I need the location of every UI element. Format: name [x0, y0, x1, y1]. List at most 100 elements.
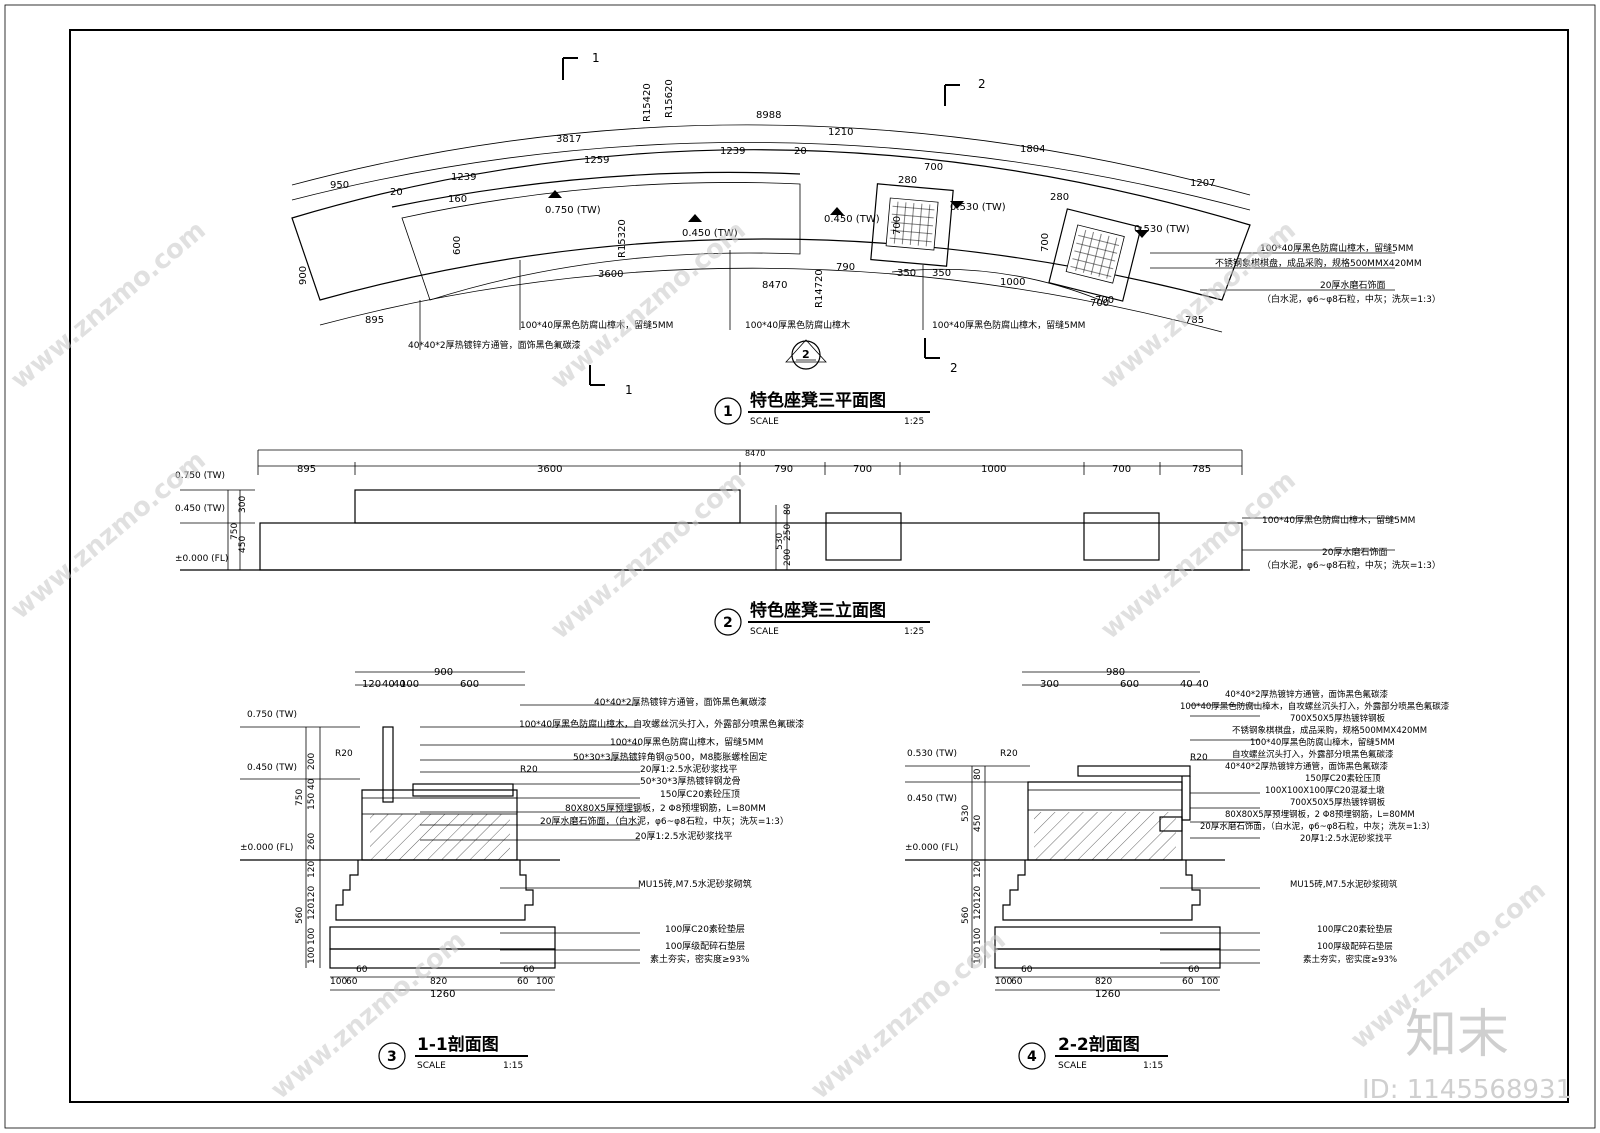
elevation-dim: 785: [1192, 464, 1211, 475]
s1-note: 20厚1:2.5水泥砂浆找平: [635, 830, 733, 842]
elevation-dim: 3600: [537, 464, 562, 475]
s1-bottom-dim: 60: [523, 965, 535, 975]
s2-number: 4: [1027, 1049, 1037, 1065]
plan-dim: 895: [365, 315, 384, 326]
s1-note: 20厚水磨石饰面，（白水泥，φ6~φ8石粒，中灰；洗灰=1:3）: [540, 815, 789, 827]
s1-title: 1-1剖面图: [417, 1034, 499, 1055]
s2-scale-label: SCALE: [1058, 1061, 1087, 1071]
plan-dim: 160: [448, 194, 467, 205]
elevation-level: ±0.000 (FL): [175, 554, 228, 564]
watermark-url: www.znzmo.com: [1095, 465, 1301, 645]
s2-note: 700X50X5厚热镀锌钢板: [1290, 797, 1386, 808]
plan-dim: 280: [898, 175, 917, 186]
s1-note: 20厚1:2.5水泥砂浆找平: [640, 763, 738, 775]
section-mark-label: 1: [592, 51, 600, 65]
elevation-left-dim: 300: [238, 496, 248, 513]
s2-title: 2-2剖面图: [1058, 1034, 1140, 1055]
section-2-2: [905, 671, 1260, 991]
s2-bottom-dim: 60: [1011, 977, 1023, 987]
plan-dim-total: 8988: [756, 110, 781, 121]
plan-level: 0.450 (TW): [824, 214, 880, 225]
s2-left-dim: 120: [973, 861, 983, 878]
plan-level: 0.530 (TW): [950, 202, 1006, 213]
elevation-note: 100*40厚黑色防腐山樟木，留缝5MM: [1262, 514, 1415, 526]
s1-top-dim: 900: [434, 667, 453, 678]
s1-left-dim: 200: [307, 753, 317, 770]
plan-note: 100*40厚黑色防腐山樟木: [745, 319, 850, 331]
s2-level: ±0.000 (FL): [905, 843, 958, 853]
plan-view: [291, 57, 1395, 386]
s2-bottom-dim: 60: [1021, 965, 1033, 975]
plan-dim: 700: [1040, 233, 1051, 252]
elevation-left-dim: 750: [230, 523, 240, 540]
s1-level: 0.450 (TW): [247, 763, 297, 773]
s2-bottom-dim: 100: [1201, 977, 1218, 987]
plan-dim: 600: [452, 236, 463, 255]
plan-dim: 1259: [584, 155, 609, 166]
s1-left-dim: 120: [307, 903, 317, 920]
s1-note: 100厚C20素砼垫层: [665, 923, 745, 935]
s2-note: 20厚水磨石饰面，（白水泥，φ6~φ8石粒，中灰；洗灰=1:3）: [1200, 821, 1435, 832]
s1-left-dim: 750: [295, 789, 305, 806]
s2-level: 0.530 (TW): [907, 749, 957, 759]
plan-dim: 700: [924, 162, 943, 173]
s2-radius: R20: [1000, 749, 1018, 759]
section-mark-label: 2: [950, 361, 958, 375]
plan-dim: 350: [897, 268, 916, 279]
s2-top-dim: 300: [1040, 679, 1059, 690]
s2-bottom-dim: 60: [1188, 965, 1200, 975]
elevation-dim: 700: [1112, 464, 1131, 475]
s1-left-dim: 260: [307, 833, 317, 850]
plan-scale: 1:25: [904, 417, 924, 427]
s2-level: 0.450 (TW): [907, 794, 957, 804]
s2-left-dim: 450: [973, 815, 983, 832]
elevation-mid-dim: 200: [783, 549, 793, 566]
s2-note: 40*40*2厚热镀锌方通管，面饰黑色氟碳漆: [1225, 761, 1389, 772]
elevation-left-dim: 450: [238, 536, 248, 553]
elevation-scale: 1:25: [904, 627, 924, 637]
s1-note: 素土夯实，密实度≥93%: [650, 953, 750, 965]
s1-level: 0.750 (TW): [247, 710, 297, 720]
s2-note: 100X100X100厚C20混凝土墩: [1265, 785, 1385, 796]
plan-dim: 1239: [451, 172, 476, 183]
s2-note: 40*40*2厚热镀锌方通管，面饰黑色氟碳漆: [1225, 689, 1389, 700]
elevation-mid-dim: 530: [775, 533, 785, 550]
s1-left-dim: 150: [307, 793, 317, 810]
s1-top-dim: 600: [460, 679, 479, 690]
elevation-view: [180, 449, 1395, 571]
s2-left-dim: 120: [973, 903, 983, 920]
plan-dim: 900: [298, 266, 309, 285]
elevation-mid-dim: 250: [783, 524, 793, 541]
s2-bottom-total: 1260: [1095, 989, 1120, 1000]
elevation-mid-dim: 80: [783, 503, 793, 515]
elevation-total: 8470: [745, 449, 765, 458]
s1-note: 100*40厚黑色防腐山樟木，自攻螺丝沉头打入，外露部分喷黑色氟碳漆: [519, 718, 804, 730]
s2-note: 素土夯实，密实度≥93%: [1303, 954, 1397, 965]
s1-number: 3: [387, 1049, 397, 1065]
plan-level: 0.750 (TW): [545, 205, 601, 216]
elevation-title: 特色座凳三立面图: [750, 600, 886, 621]
s2-top-dim: 40: [1180, 679, 1193, 690]
s2-note: 100厚级配碎石垫层: [1317, 941, 1393, 952]
watermark-url: www.znzmo.com: [545, 465, 751, 645]
plan-radius: R15420: [642, 83, 653, 122]
s1-note: 100厚级配碎石垫层: [665, 940, 745, 952]
s1-bottom-dim: 60: [517, 977, 529, 987]
s1-top-dim: 40: [382, 679, 395, 690]
s2-bottom-dim: 820: [1095, 977, 1112, 987]
s2-bottom-dim: 60: [1182, 977, 1194, 987]
s2-note: 150厚C20素砼压顶: [1305, 773, 1381, 784]
watermark-url: www.znzmo.com: [5, 445, 211, 625]
s1-note: 40*40*2厚热镀锌方通管，面饰黑色氟碳漆: [594, 696, 767, 708]
section-mark-label: 2: [978, 77, 986, 91]
elevation-marker-label: 2: [802, 348, 810, 361]
plan-note: 100*40厚黑色防腐山樟木，留缝5MM: [932, 319, 1085, 331]
s1-left-dim: 100: [307, 928, 317, 945]
s1-note: 100*40厚黑色防腐山樟木，留缝5MM: [610, 736, 763, 748]
plan-dim: 700: [1095, 295, 1114, 306]
plan-dim: 1804: [1020, 144, 1045, 155]
s2-left-dim: 120: [973, 886, 983, 903]
s2-note: 20厚1:2.5水泥砂浆找平: [1300, 833, 1393, 844]
elevation-note: 20厚水磨石饰面: [1322, 546, 1387, 558]
